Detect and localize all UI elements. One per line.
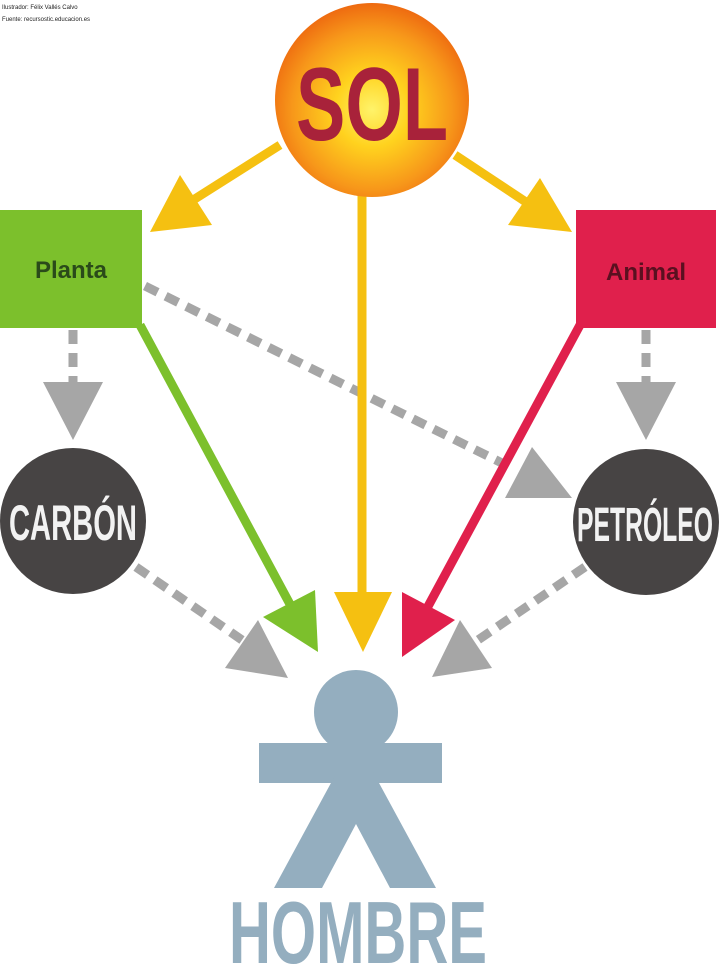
arrowhead-sol-planta-icon [150, 175, 212, 232]
animal-box [576, 210, 716, 328]
illustrator-credit: Ilustrador: Félix Vallés Calvo [2, 5, 78, 11]
sun-node: SOL [275, 3, 469, 197]
petroleo-circle [573, 449, 719, 595]
sun-icon [275, 3, 469, 197]
arrowhead-carbon-hombre-icon [225, 620, 288, 678]
animal-label: Animal [606, 259, 686, 286]
sun-label: SOL [296, 47, 448, 163]
planta-node: Planta [0, 210, 142, 328]
arrowhead-planta-hombre-icon [263, 590, 318, 652]
planta-label: Planta [35, 257, 108, 284]
arrowhead-animal-hombre-icon [402, 592, 455, 657]
arrowhead-planta-petroleo-icon [505, 447, 572, 498]
petroleo-label: PETRÓLEO [577, 497, 713, 552]
arrowhead-petroleo-hombre-icon [432, 620, 492, 677]
carbon-label: CARBÓN [9, 495, 137, 551]
credits: Ilustrador: Félix Vallés Calvo Fuente: r… [2, 2, 90, 26]
edge-petroleo-hombre [475, 563, 588, 644]
sun-arrowheads [150, 175, 572, 652]
planta-box [0, 210, 142, 328]
edge-carbon-hombre [133, 563, 245, 644]
edge-sol-planta [187, 141, 283, 206]
source-credit: Fuente: recursostic.educacion.es [2, 17, 91, 23]
edge-planta-hombre [136, 322, 296, 611]
gray-arrowheads [43, 382, 676, 678]
animal-node: Animal [576, 210, 716, 328]
arrowhead-sol-animal-icon [508, 178, 572, 232]
arrowhead-to-carbon-icon [43, 382, 103, 440]
hombre-node: HOMBRE [229, 670, 487, 965]
dashed-connectors [68, 281, 651, 644]
arrowhead-sol-hombre-icon [334, 592, 392, 652]
arrowhead-to-petroleo-icon [616, 382, 676, 440]
edge-animal-hombre [421, 322, 584, 615]
petroleo-node: PETRÓLEO [573, 449, 719, 595]
edge-sol-animal [452, 151, 538, 212]
carbon-circle [0, 448, 146, 594]
person-icon [259, 670, 442, 888]
hombre-label: HOMBRE [229, 883, 487, 965]
sun-arrows [187, 141, 538, 600]
carbon-node: CARBÓN [0, 448, 146, 594]
